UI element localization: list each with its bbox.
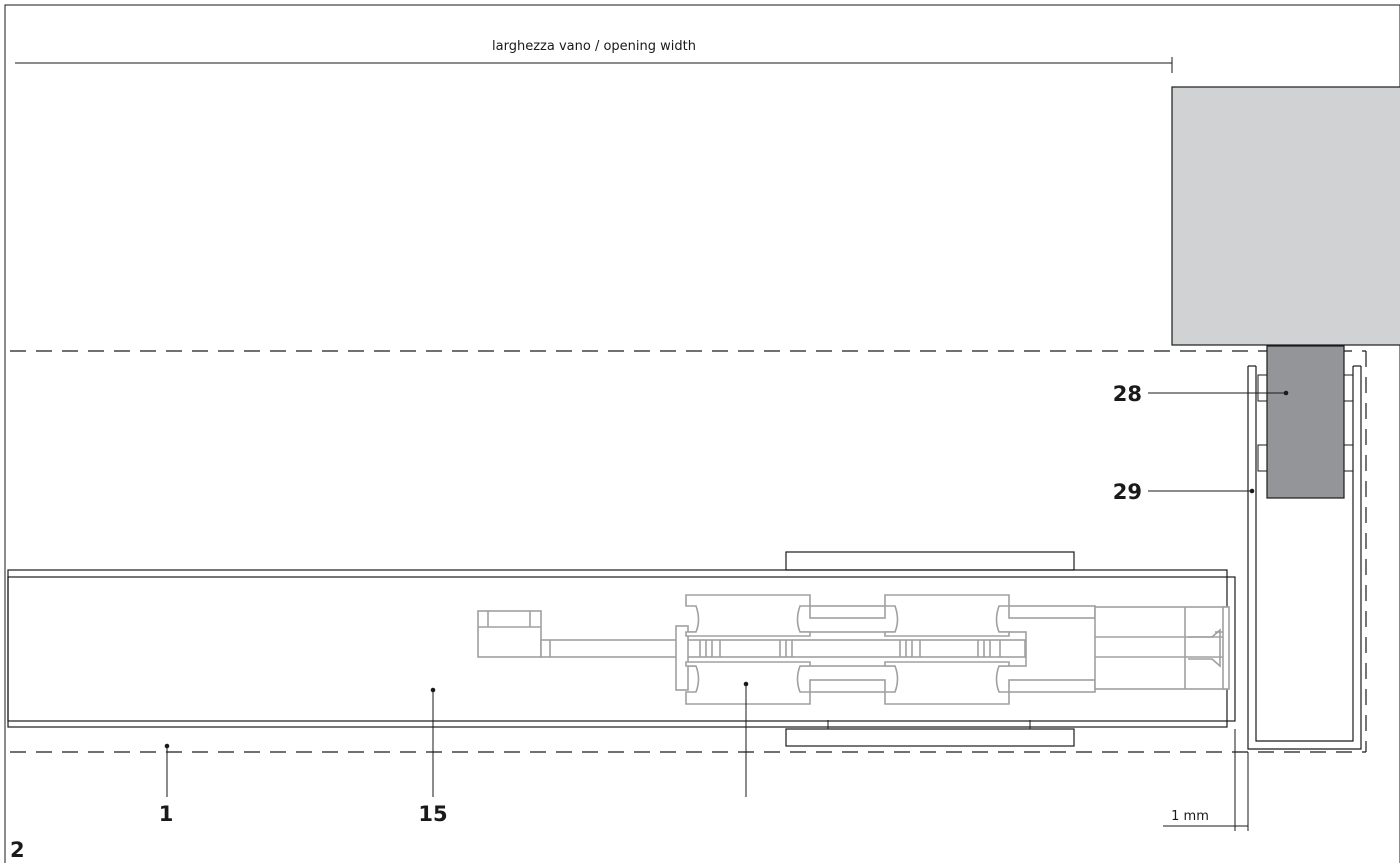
callout-28: 28 (1113, 382, 1142, 406)
wall-block (1171, 86, 1400, 346)
sliding-hardware (477, 594, 1230, 705)
frame-border (4, 4, 1400, 863)
leader-29 (1148, 488, 1255, 494)
leader-28 (1148, 390, 1289, 396)
leader-15 (430, 687, 436, 797)
opening-width-dimension: larghezza vano / opening width (15, 39, 1173, 73)
leader-1 (164, 743, 170, 797)
gap-dimension: 1 mm (1163, 729, 1249, 831)
callout-1: 1 (159, 802, 174, 826)
opening-width-label: larghezza vano / opening width (492, 39, 696, 54)
gap-label: 1 mm (1171, 809, 1209, 824)
callout-29: 29 (1113, 480, 1142, 504)
block-28 (1266, 345, 1345, 499)
figure-number: 2 (10, 838, 25, 862)
leader-hardware (743, 681, 749, 797)
callout-15: 15 (418, 802, 447, 826)
